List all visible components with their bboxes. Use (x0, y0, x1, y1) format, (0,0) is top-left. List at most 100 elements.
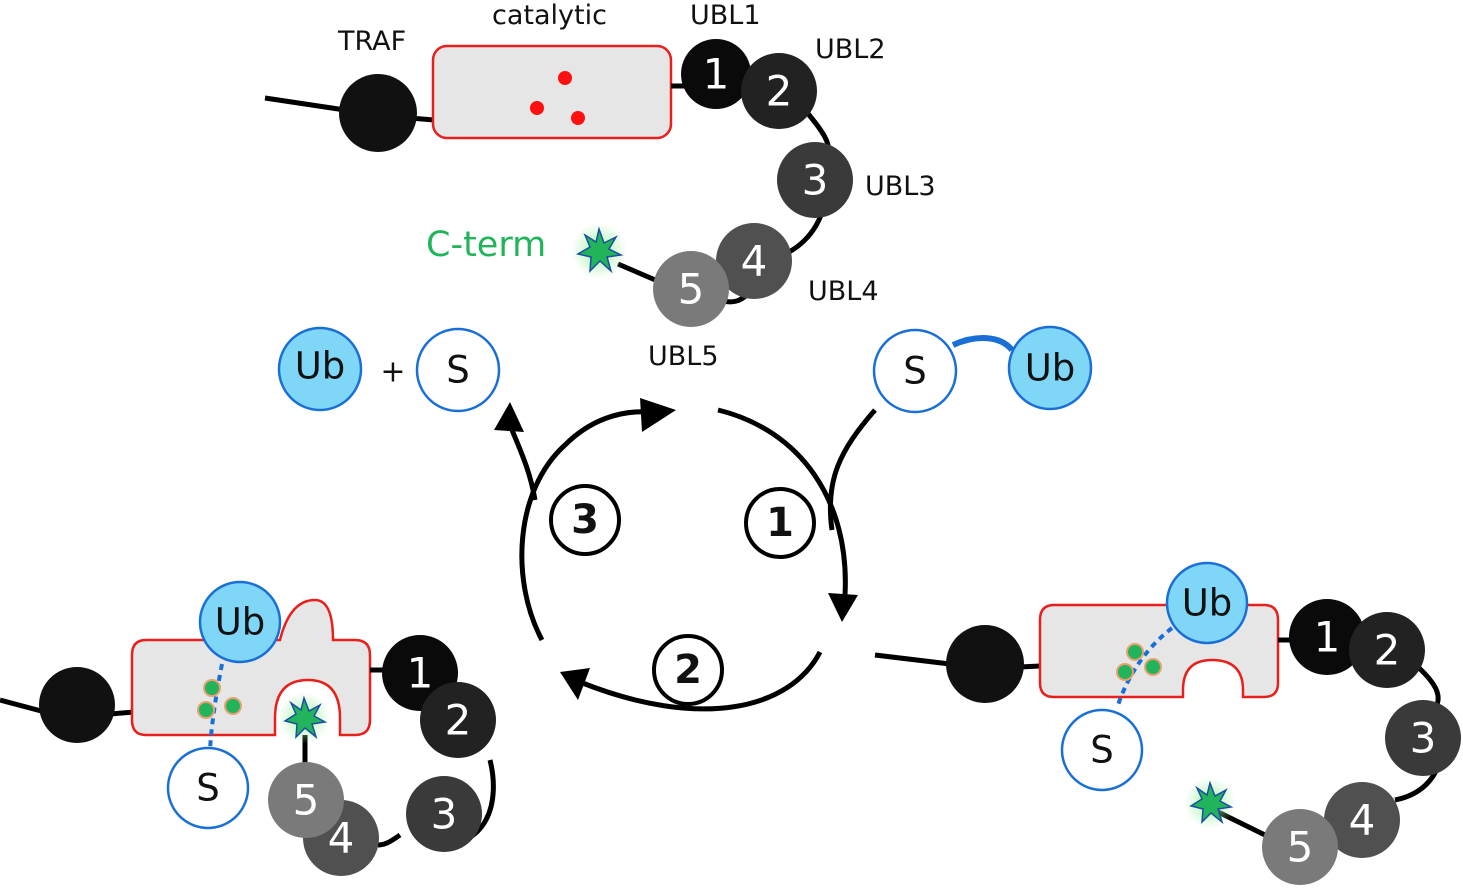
active-site-dot (203, 679, 221, 697)
product-release-arrow (507, 424, 538, 501)
ubl3-domain (777, 142, 853, 218)
c-term-star-icon (1189, 780, 1234, 825)
ub-label: Ub (295, 345, 346, 388)
conj-ub-label: Ub (1025, 347, 1076, 390)
ubl2-domain (420, 682, 496, 758)
ubl2-domain (1349, 612, 1425, 688)
arrowhead-icon (828, 593, 858, 622)
bound-substrate (166, 746, 250, 830)
active-site-dot (530, 101, 544, 115)
ubl5-domain (1262, 809, 1338, 885)
ubl3-number: 3 (431, 790, 458, 839)
ubl2-domain (741, 53, 817, 129)
ubl2-number: 2 (766, 67, 793, 116)
isopeptide-bond-dashed (1116, 626, 1174, 706)
bound-ubiquitin (198, 580, 282, 664)
n-term-linker (0, 697, 46, 715)
bound-s-label: S (196, 767, 220, 810)
ubl5-number: 5 (293, 776, 320, 825)
step3-arrow (519, 409, 651, 642)
isopeptide-bond (951, 335, 1015, 353)
enzyme-closed: Ub S 1 2 3 4 5 (0, 580, 496, 876)
arrowheads (494, 398, 858, 700)
bound-ub-label: Ub (215, 601, 266, 644)
step1-marker (744, 487, 816, 559)
enzyme-top: TRAF catalytic 1 2 3 4 5 UBL1 UBL2 UBL3 … (264, 0, 936, 372)
ubl3-label: UBL3 (865, 171, 936, 202)
ubl3-number: 3 (1410, 714, 1437, 763)
traf-domain (946, 625, 1024, 703)
catalytic-domain (431, 44, 673, 140)
bound-ub-label: Ub (1182, 582, 1233, 625)
conjugate-ubiquitin (1007, 325, 1093, 411)
ubl3-domain (406, 776, 482, 852)
c-term-star-icon (575, 226, 624, 274)
active-site-dot (571, 111, 585, 125)
products: Ub + S (277, 326, 501, 413)
n-term-linker (874, 652, 951, 667)
ubl5-domain (653, 251, 729, 327)
traf-linker (109, 709, 135, 717)
active-site-dot (1116, 663, 1134, 681)
c-term-star-icon (283, 695, 328, 740)
traf-label: TRAF (337, 26, 406, 57)
ubl5-domain (268, 762, 344, 838)
enzyme-substrate-bound: Ub S 1 2 3 4 5 (874, 561, 1461, 885)
reaction-cycle (507, 407, 877, 712)
ubl2-number: 2 (1374, 626, 1401, 675)
ubl1-number: 1 (703, 50, 730, 99)
active-site-dot (1126, 643, 1144, 661)
c-term-linker (617, 261, 661, 285)
ubl-linker (377, 832, 402, 848)
step3-number: 3 (571, 497, 599, 543)
arrowhead-icon (640, 398, 676, 432)
ub-substrate-conjugate: S Ub (872, 325, 1093, 414)
bound-substrate (1060, 708, 1144, 792)
ubl1-domain (1289, 599, 1365, 675)
step2-arrow (579, 650, 823, 712)
traf-domain (339, 74, 417, 152)
active-site-dot (1144, 658, 1162, 676)
step3-marker (549, 484, 621, 556)
arrowhead-icon (494, 402, 524, 432)
active-site-dot (558, 71, 572, 85)
free-substrate (415, 327, 501, 413)
ubl3-domain (1385, 700, 1461, 776)
step1-number: 1 (766, 500, 794, 546)
active-site-dot (197, 701, 215, 719)
catalytic-domain (130, 598, 372, 737)
step2-marker (652, 634, 724, 706)
ubl2-number: 2 (445, 696, 472, 745)
n-term-linker (264, 95, 346, 113)
ubl1-number: 1 (407, 649, 434, 698)
bound-ubiquitin (1165, 561, 1249, 645)
step1-arrow (717, 407, 848, 596)
conjugate-substrate (872, 328, 958, 414)
substrate-entry-arrow (827, 408, 877, 531)
ubl3-number: 3 (802, 156, 829, 205)
step2-number: 2 (674, 647, 702, 693)
c-term-label: C-term (426, 225, 546, 265)
ubl2-label: UBL2 (815, 34, 886, 65)
ubl5-number: 5 (1287, 823, 1314, 872)
ubl1-label: UBL1 (690, 0, 761, 31)
ubl1-domain (681, 39, 751, 109)
conj-s-label: S (903, 350, 927, 393)
ubl1-number: 1 (1314, 613, 1341, 662)
ubl4-domain (716, 223, 792, 299)
free-ubiquitin (277, 326, 363, 412)
ubl4-number: 4 (741, 237, 768, 286)
s-label: S (446, 349, 470, 392)
active-site-dot (224, 697, 242, 715)
catalytic-label: catalytic (492, 0, 607, 31)
ubl4-domain (1324, 782, 1400, 858)
ubl4-label: UBL4 (808, 276, 879, 307)
plus-sign: + (380, 355, 405, 390)
ubl5-label: UBL5 (648, 341, 719, 372)
ubl5-number: 5 (678, 265, 705, 314)
traf-domain (39, 667, 115, 743)
step-markers: 1 2 3 (549, 484, 816, 706)
bound-s-label: S (1090, 729, 1114, 772)
